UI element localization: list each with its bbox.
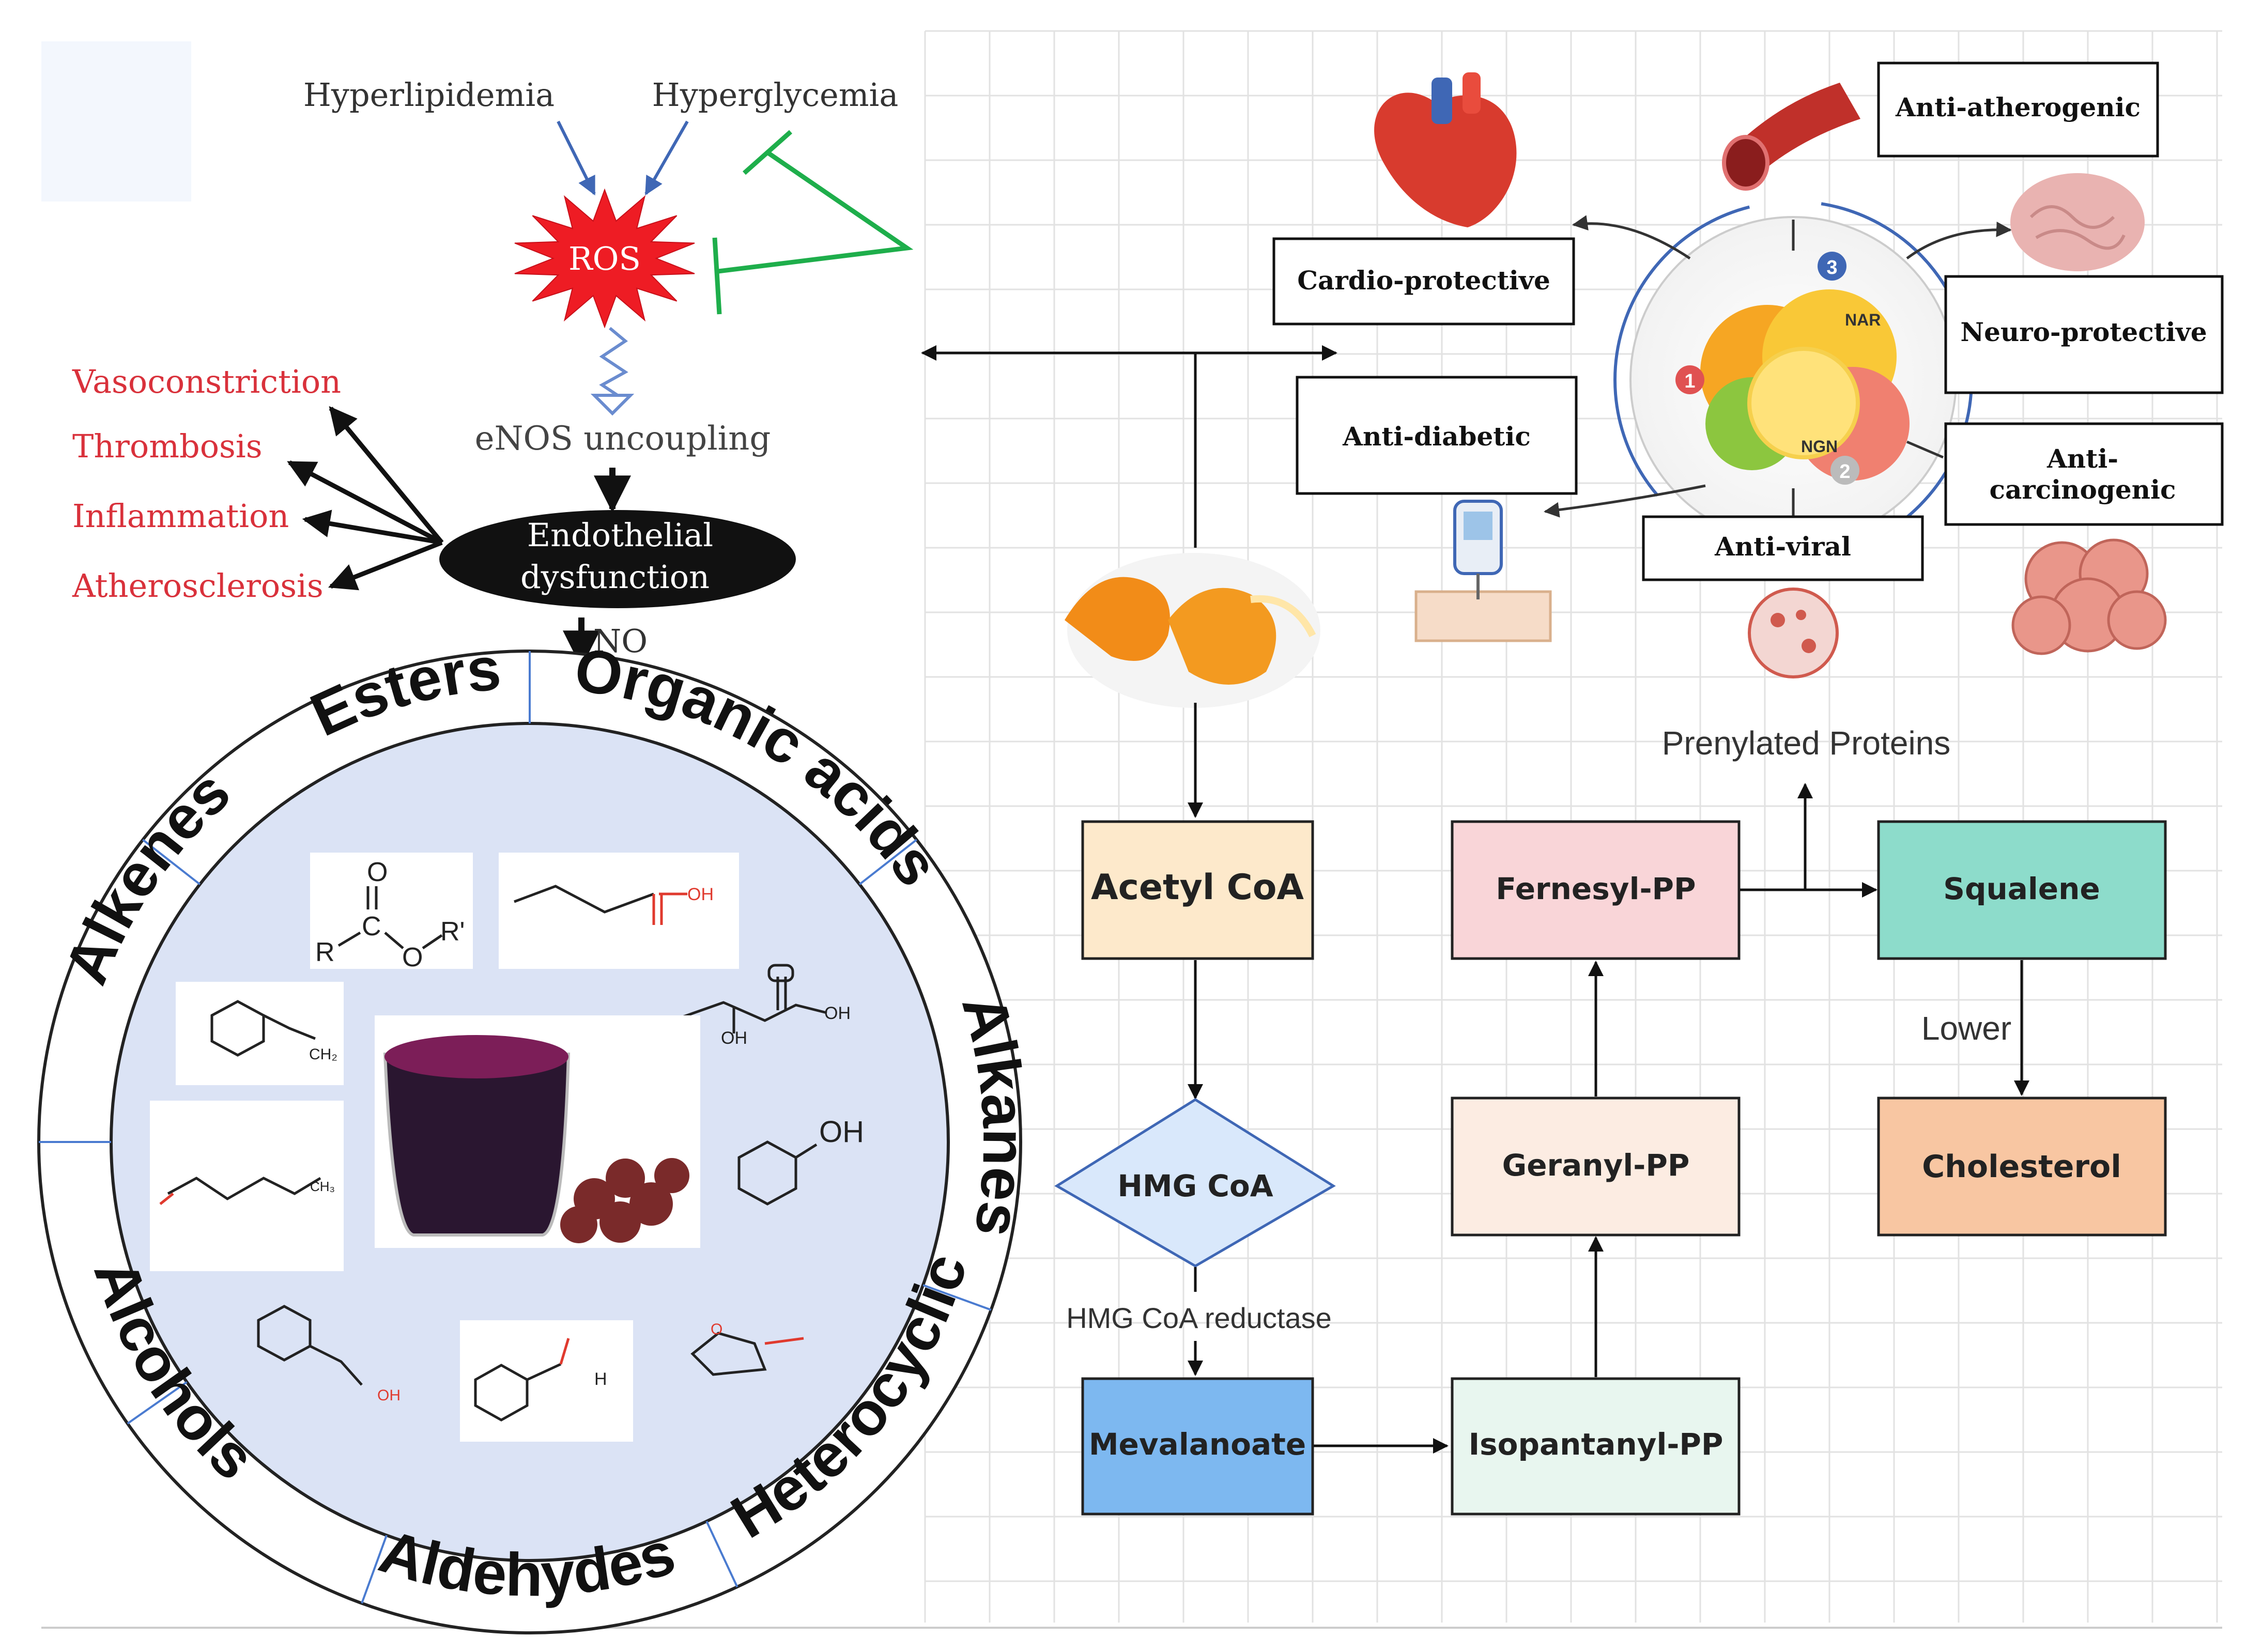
effect-atherosclerosis: Atherosclerosis — [72, 567, 324, 605]
badge-2: 2 — [1839, 461, 1850, 483]
squalene-label: Squalene — [1943, 871, 2100, 906]
neuro-label: Neuro-protective — [1960, 317, 2207, 347]
zigzag-arrow — [590, 327, 635, 416]
brain-icon — [2010, 173, 2145, 271]
wheel-dividers — [39, 651, 992, 1604]
furanone-structure: O — [690, 1321, 804, 1376]
mevalanoate-box — [1081, 1377, 1314, 1516]
svg-text:H: H — [594, 1369, 607, 1389]
svg-text:OH: OH — [721, 1028, 747, 1048]
hmg-diamond — [1054, 1098, 1336, 1268]
arrow-hyperglycemia-ros — [644, 120, 689, 196]
ester-structure: O C R O R' — [310, 853, 473, 972]
endothelial-line2: dysfunction — [520, 558, 710, 596]
prenylated-proteins-label: Prenylated Proteins — [1662, 724, 1951, 762]
enos-label: eNOS uncoupling — [475, 420, 771, 458]
acetyl-box — [1081, 820, 1314, 960]
anti-diabetic-label: Anti-diabetic — [1342, 421, 1531, 452]
svg-text:CH₂: CH₂ — [309, 1046, 337, 1063]
wheel-divider — [859, 839, 917, 885]
no-label: NO — [593, 622, 648, 660]
geranyl-label: Geranyl-PP — [1502, 1148, 1690, 1183]
wheel-divider — [361, 1535, 388, 1604]
inhibition-bar-top — [743, 130, 792, 175]
effect-vasoconstriction: Vasoconstriction — [72, 363, 341, 400]
svg-text:O: O — [711, 1321, 722, 1338]
fernesyl-label: Fernesyl-PP — [1496, 871, 1696, 906]
endothelial-line1: Endothelial — [527, 516, 713, 554]
inhibition-bar-ros — [712, 237, 722, 315]
panel-tint — [41, 41, 191, 202]
svg-text:O: O — [367, 857, 388, 887]
anti-carcinogenic-line2: carcinogenic — [1990, 474, 2176, 505]
phenol-structure: OH — [737, 1115, 864, 1206]
nar-label: NAR — [1845, 311, 1881, 329]
virus-icon — [1748, 588, 1839, 678]
effect-thrombosis: Thrombosis — [72, 427, 263, 465]
artery-icon — [1722, 83, 1860, 191]
svg-text:OH: OH — [687, 885, 714, 904]
heart-icon — [1374, 72, 1517, 227]
ros-label: ROS — [568, 240, 641, 277]
hmg-reductase-label: HMG CoA reductase — [1066, 1302, 1332, 1334]
geranyl-box — [1451, 1097, 1741, 1237]
endothelial-dysfunction-ellipse — [439, 510, 796, 608]
effect-inflammation: Inflammation — [72, 497, 289, 535]
cholesterol-box — [1877, 1097, 2167, 1237]
isopantanyl-box — [1451, 1377, 1741, 1516]
hyperglycemia-label: Hyperglycemia — [652, 76, 899, 114]
inhibition-line — [718, 150, 914, 274]
phenylethanol-structure: OH — [257, 1305, 401, 1404]
svg-text:O: O — [402, 943, 423, 972]
hmg-label: HMG CoA — [1117, 1168, 1273, 1203]
hyperlipidemia-label: Hyperlipidemia — [303, 76, 555, 114]
butyric-acid-structure: OH — [499, 853, 739, 969]
svg-text:R': R' — [440, 917, 465, 947]
arrow-hyperlipidemia-ros — [557, 120, 596, 196]
isopantanyl-label: Isopantanyl-PP — [1469, 1427, 1723, 1462]
glucose-meter-icon — [1414, 500, 1552, 642]
wheel-divider — [127, 1381, 188, 1425]
svg-text:OH: OH — [824, 1003, 851, 1023]
endothelial-panel: Hyperlipidemia Hyperglycemia ROS eNOS un… — [41, 41, 914, 668]
juice-photo — [375, 1015, 700, 1248]
compound-wheel: Alkenes Esters Organic acids Alkanes Het… — [37, 634, 1038, 1634]
hexenal-structure: CH₃ — [150, 1101, 344, 1271]
svg-text:R: R — [315, 937, 335, 967]
fernesyl-box — [1451, 820, 1741, 960]
wheel-divider — [922, 1284, 992, 1311]
svg-text:C: C — [362, 912, 381, 941]
wheel-divider — [142, 839, 201, 885]
badge-3: 3 — [1826, 257, 1837, 279]
cancer-cells-icon — [2011, 538, 2167, 655]
ros-burst — [514, 188, 695, 329]
anti-carcinogenic-line1: Anti- — [2046, 443, 2118, 474]
svg-text:OH: OH — [377, 1387, 401, 1404]
effects-panel: NAR NGN 3 1 2 Cardio-protective Anti-ath… — [921, 61, 2224, 708]
orange-peel-icon — [1065, 553, 1320, 708]
effect-arrows — [287, 406, 444, 591]
anti-viral-label: Anti-viral — [1714, 531, 1851, 562]
acetyl-label: Acetyl CoA — [1091, 867, 1304, 908]
svg-text:CH₃: CH₃ — [310, 1179, 335, 1194]
squalene-box — [1877, 820, 2167, 960]
benzaldehyde-structure: H — [460, 1320, 633, 1442]
wheel-divider — [705, 1521, 738, 1587]
pathway-panel: Acetyl CoA HMG CoA HMG CoA reductase Mev… — [1054, 703, 2167, 1516]
ngn-label: NGN — [1801, 437, 1838, 456]
svg-text:OH: OH — [819, 1115, 864, 1149]
mevalanoate-label: Mevalanoate — [1089, 1427, 1306, 1462]
anti-atherogenic-label: Anti-atherogenic — [1895, 92, 2141, 122]
cholesterol-label: Cholesterol — [1922, 1149, 2121, 1185]
lower-label: Lower — [1921, 1010, 2011, 1047]
lactic-acid-structure: OH OH — [679, 964, 851, 1048]
badge-1: 1 — [1684, 370, 1695, 392]
cardio-label: Cardio-protective — [1297, 265, 1550, 296]
styrene-structure: CH₂ — [176, 982, 344, 1085]
